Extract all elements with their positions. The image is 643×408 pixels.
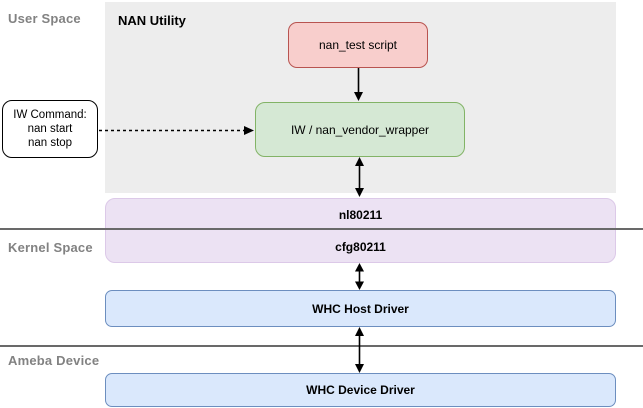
iw-command-callout: IW Command: nan start nan stop (2, 100, 98, 158)
whc-host-driver-label: WHC Host Driver (312, 301, 409, 316)
node-whc-device-driver: WHC Device Driver (105, 373, 616, 407)
region-label-ameba-device: Ameba Device (8, 353, 100, 368)
iw-vendor-wrapper-label: IW / nan_vendor_wrapper (290, 122, 430, 137)
whc-device-driver-label: WHC Device Driver (306, 383, 415, 397)
node-whc-host-driver: WHC Host Driver (105, 290, 616, 327)
node-nl80211-cfg80211: nl80211 cfg80211 (105, 198, 616, 263)
node-iw-vendor-wrapper: IW / nan_vendor_wrapper (255, 102, 465, 157)
nl80211-label: nl80211 (338, 207, 383, 222)
nan-utility-title: NAN Utility (118, 13, 186, 28)
kernel-space-boundary-line (0, 228, 643, 230)
arrow-nan-test-to-iw-wrapper (354, 68, 363, 101)
arrow-whc-host-to-whc-device (355, 327, 364, 373)
region-label-user-space: User Space (8, 11, 81, 26)
arrow-iw-wrapper-to-nl80211 (355, 157, 364, 197)
node-nan-test-script: nan_test script (288, 22, 428, 68)
iw-command-line1: IW Command: (13, 109, 87, 121)
region-label-kernel-space: Kernel Space (8, 240, 93, 255)
iw-command-line3: nan stop (27, 137, 73, 149)
iw-command-line2: nan start (27, 123, 73, 135)
dashed-arrow-iw-command-to-wrapper (99, 126, 254, 135)
nan-test-script-label: nan_test script (318, 38, 398, 52)
ameba-device-boundary-line (0, 345, 643, 347)
arrow-cfg80211-to-whc-host (355, 263, 364, 290)
cfg80211-label: cfg80211 (335, 239, 386, 254)
